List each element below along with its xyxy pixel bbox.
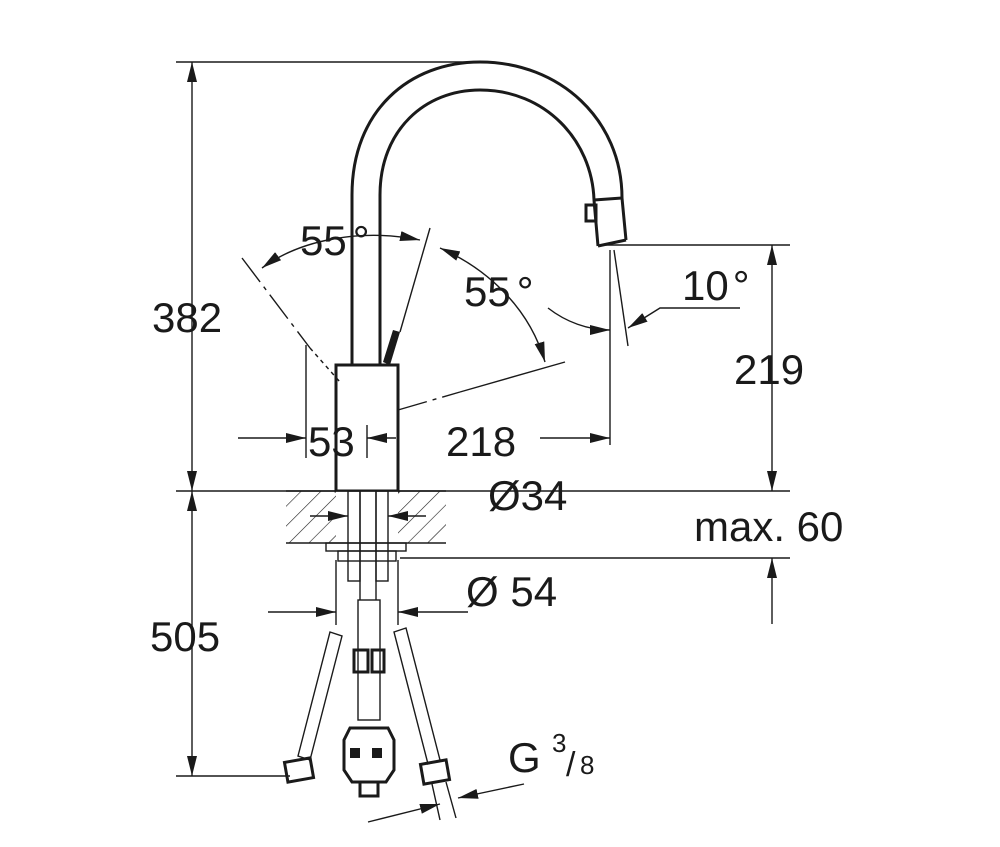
label-thread-slash: / [566,746,576,784]
hose-nut-left [282,756,316,784]
hose-weight [342,726,396,784]
spray-nozzle [584,203,598,223]
label-below-deck: 505 [150,613,220,660]
hose-nut-right [418,758,452,786]
countertop-section [286,490,446,600]
label-reach: 218 [446,418,516,465]
lever-handle [383,330,400,365]
label-base-diameter: Ø 54 [466,568,557,615]
label-angle-spout: 10° [682,262,750,309]
label-angle-right: 55° [464,268,534,315]
supply-hoses [282,599,457,821]
label-thread-numerator: 3 [552,728,566,758]
label-deck-thickness: max. 60 [694,503,843,550]
label-thread-denominator: 8 [580,750,594,780]
faucet-body [241,60,628,493]
label-swivel-offset: 53 [308,418,355,465]
dimension-labels: 382 505 55° 55° 10° 219 53 218 Ø34 max. … [150,217,843,784]
label-thread: G [508,734,541,781]
label-hole-diameter: Ø34 [488,472,567,519]
label-height-total: 382 [152,294,222,341]
dimension-lines [176,61,790,823]
label-angle-left: 55° [300,217,370,264]
label-spout-height: 219 [734,346,804,393]
